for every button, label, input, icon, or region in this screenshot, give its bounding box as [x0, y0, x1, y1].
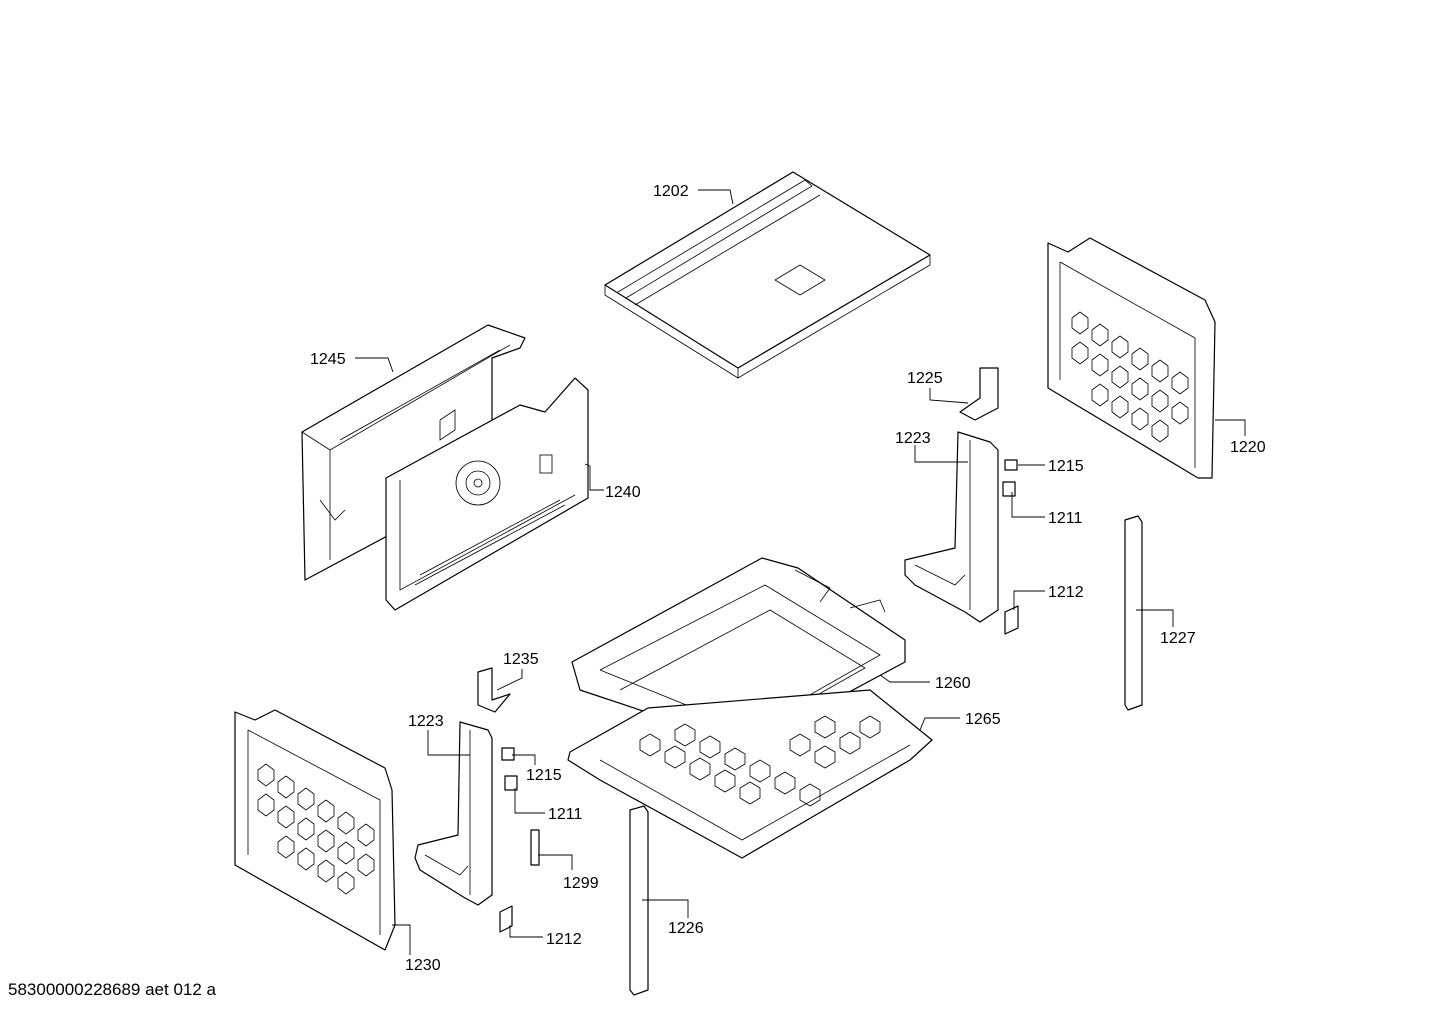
part-clip-1212-left: [499, 905, 513, 933]
leader-1240: [584, 463, 604, 491]
part-rear-wall-fan: [385, 377, 589, 611]
callout-1211-left: 1211: [548, 806, 583, 823]
callout-1230: 1230: [405, 957, 441, 974]
callout-1212-left: 1212: [546, 931, 582, 948]
callout-1202: 1202: [653, 183, 689, 200]
callout-1215-right: 1215: [1048, 458, 1084, 475]
callout-1235: 1235: [503, 651, 539, 668]
part-trim-front: [629, 805, 649, 996]
leader-1212b: [509, 925, 543, 938]
callout-1265: 1265: [965, 711, 1001, 728]
part-strip-1299: [530, 829, 540, 866]
leader-1245: [355, 357, 394, 373]
callout-1220: 1220: [1230, 439, 1266, 456]
part-trim-right: [1124, 515, 1143, 711]
leader-1220: [1215, 419, 1246, 436]
part-clip-1211-left: [504, 775, 518, 791]
callout-1223-right: 1223: [895, 430, 931, 447]
leader-1212a: [1013, 590, 1045, 610]
callout-1225: 1225: [907, 370, 943, 387]
leader-1265: [919, 717, 960, 731]
leader-1211a: [1011, 492, 1045, 518]
part-rail-support-right: [904, 431, 999, 623]
leader-1202: [698, 189, 734, 205]
leader-lines: [355, 189, 1246, 955]
leader-1223a: [914, 445, 968, 463]
part-floor-panel: [567, 689, 933, 859]
leader-1235: [496, 669, 523, 691]
leader-1211b: [514, 788, 545, 814]
part-clip-1211-right: [1002, 481, 1016, 497]
hex-pattern-floor: [639, 715, 881, 807]
callout-1223-left: 1223: [408, 713, 444, 730]
callout-1245: 1245: [310, 351, 346, 368]
callout-1227: 1227: [1160, 630, 1196, 647]
part-right-side-wall: [1047, 237, 1216, 479]
callout-1215-left: 1215: [526, 767, 562, 784]
part-clip-1212-right: [1004, 605, 1019, 635]
callout-1226: 1226: [668, 920, 704, 937]
hex-pattern-left-wall: [257, 763, 375, 895]
part-clip-1235-left: [477, 667, 511, 713]
leader-1223b: [427, 730, 470, 756]
hex-pattern-right-wall: [1071, 311, 1189, 443]
part-rear-duct-panel: [301, 324, 526, 581]
part-rail-support-left: [414, 721, 493, 906]
callout-1240: 1240: [605, 484, 641, 501]
part-clip-1225-right: [959, 367, 999, 421]
leader-1260: [879, 674, 930, 683]
part-clip-1215-right: [1004, 459, 1018, 471]
callout-1299: 1299: [563, 875, 599, 892]
leader-1215b: [512, 754, 536, 765]
leader-1227: [1136, 609, 1174, 627]
leader-1225: [929, 388, 969, 404]
document-id: 58300000228689 aet 012 a: [8, 980, 216, 999]
part-clip-1215-left: [501, 747, 515, 761]
leader-1230: [392, 924, 411, 955]
leader-1299: [538, 854, 573, 870]
part-left-side-wall: [234, 709, 396, 951]
callout-1211-right: 1211: [1048, 510, 1083, 527]
part-top-cover: [604, 171, 931, 379]
callout-1260: 1260: [935, 675, 971, 692]
leader-1226: [642, 899, 689, 918]
callout-labels: 1202 1245 1240 1225 1223 1215 1211 1212 …: [310, 183, 1266, 974]
callout-1212-right: 1212: [1048, 584, 1084, 601]
